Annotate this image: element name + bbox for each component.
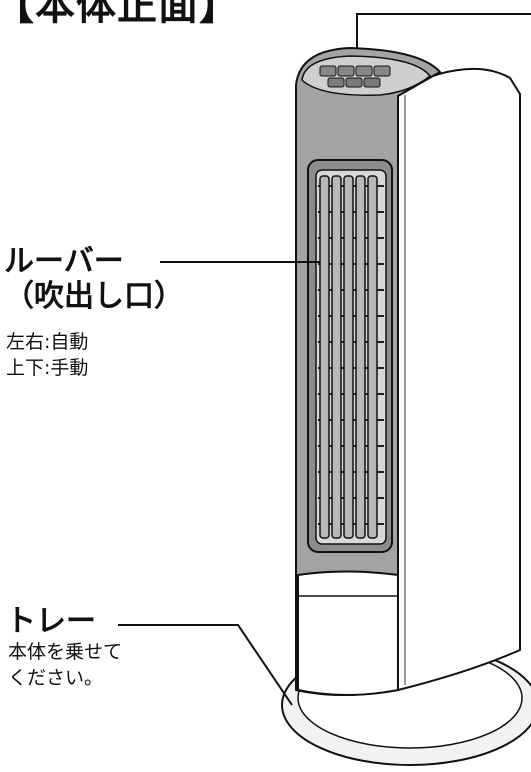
- control-panel-callout-line: [356, 13, 531, 55]
- tray-detail-line1: 本体を乗せて: [8, 641, 123, 663]
- tray-detail-line2: ください。: [8, 666, 104, 689]
- louver-detail-line1: 左右:自動: [6, 331, 89, 353]
- vertical-louver-blades: [319, 175, 378, 539]
- tray-callout-line: [118, 624, 293, 706]
- tray-detail: 本体を乗せて ください。: [8, 640, 122, 691]
- water-tank-window: [297, 570, 399, 696]
- louver-heading-line2: （吹出し口）: [4, 279, 184, 315]
- side-panel: [397, 67, 521, 692]
- louver-detail-line2: 上下:手動: [6, 356, 89, 379]
- tray-heading: トレー: [6, 604, 96, 639]
- louver-detail: 左右:自動 上下:手動: [6, 330, 88, 381]
- louver-heading-line1: ルーバー: [4, 244, 124, 279]
- control-buttons: [319, 65, 391, 88]
- page-title: 【本体正面】: [0, 0, 240, 29]
- louver-heading: ルーバー （吹出し口）: [4, 244, 184, 315]
